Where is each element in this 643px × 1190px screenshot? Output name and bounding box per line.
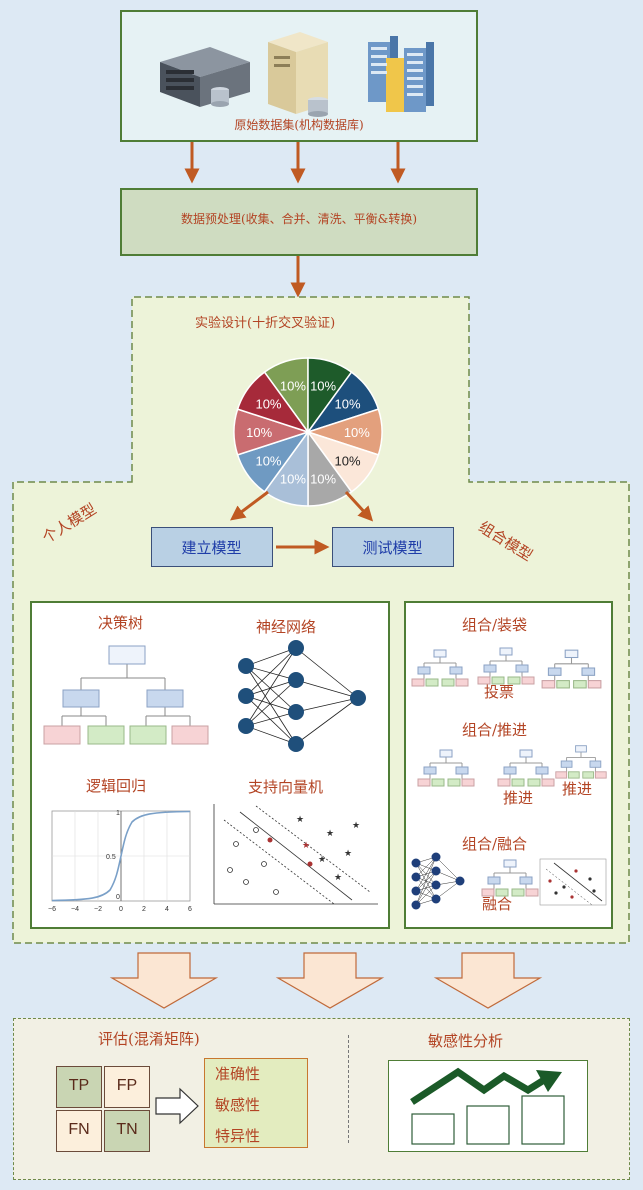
metrics-box: 准确性 敏感性 特异性	[204, 1058, 308, 1148]
tower-server-icon	[268, 32, 328, 117]
sensitivity-chart	[410, 1067, 565, 1145]
metric-specificity: 特异性	[215, 1127, 261, 1145]
nn-node	[288, 704, 304, 720]
svg-text:★: ★	[352, 820, 360, 830]
svg-text:★: ★	[296, 814, 304, 824]
evaluation-divider	[348, 1035, 349, 1143]
server-cluster-icon	[368, 36, 434, 112]
boosting-title: 组合/推进	[462, 721, 528, 739]
decision-tree-title: 决策树	[98, 614, 144, 632]
evaluation-arrows	[109, 952, 543, 1009]
svm-title: 支持向量机	[248, 778, 324, 796]
build-model-button[interactable]: 建立模型	[151, 527, 273, 567]
mini-tree	[417, 749, 475, 787]
source-data-label: 原始数据集(机构数据库)	[234, 118, 364, 132]
nn-node	[288, 640, 304, 656]
matrix-fp: FP	[104, 1066, 150, 1108]
x-tick: 0	[119, 906, 123, 913]
svg-text:★: ★	[326, 828, 334, 838]
pie-slice	[236, 371, 310, 434]
sens-bar-2	[466, 1105, 510, 1145]
mini-tree	[497, 749, 555, 787]
sens-bar-3	[521, 1095, 565, 1145]
mini-tree	[481, 859, 539, 897]
nn-node	[238, 658, 254, 674]
x-tick: 4	[165, 906, 169, 913]
metric-sensitivity: 敏感性	[215, 1096, 261, 1114]
mini-tree	[555, 745, 607, 779]
y-tick-05: 0.5	[106, 854, 116, 861]
neural-network-title: 神经网络	[256, 618, 317, 636]
pie-slice-label: 10%	[280, 379, 306, 394]
preprocess-box: 数据预处理(收集、合并、清洗、平衡&转换)	[120, 188, 478, 256]
x-tick: 6	[188, 906, 192, 913]
fusion-label: 融合	[482, 895, 513, 913]
logistic-title: 逻辑回归	[86, 777, 147, 795]
mini-tree	[477, 647, 535, 685]
nn-node	[350, 690, 366, 706]
nn-node	[238, 718, 254, 734]
x-tick: −6	[48, 906, 56, 913]
experiment-title: 实验设计(十折交叉验证)	[195, 316, 336, 331]
svg-text:★: ★	[334, 872, 342, 882]
mini-tree	[541, 649, 602, 689]
pie-slice-label: 10%	[255, 396, 281, 411]
nn-node	[288, 672, 304, 688]
pie-slice-label: 10%	[280, 471, 306, 486]
matrix-fn: FN	[56, 1110, 102, 1152]
mini-svm-plot	[539, 858, 607, 906]
pie-slice-label: 10%	[334, 396, 360, 411]
big-arrow-2	[275, 952, 385, 1009]
preprocess-label: 数据预处理(收集、合并、清洗、平衡&转换)	[180, 212, 418, 226]
big-arrow-3	[433, 952, 543, 1009]
pie-slice-label: 10%	[344, 425, 370, 440]
individual-models-panel	[30, 601, 390, 929]
mini-tree	[411, 649, 469, 687]
pie-slice-label: 10%	[246, 425, 272, 440]
matrix-tn: TN	[104, 1110, 150, 1152]
matrix-to-metrics-arrow	[155, 1087, 199, 1125]
pie-slice-label: 10%	[310, 471, 336, 486]
source-data-box: 原始数据集(机构数据库)	[120, 10, 478, 142]
ensemble-mini-diagrams	[411, 647, 607, 910]
test-model-label: 测试模型	[362, 539, 423, 557]
mini-neural-network	[411, 852, 465, 910]
svm-plot: ★ ★ ★ ★ ★ ★ ★	[213, 804, 378, 905]
logistic-curve-plot: −6 −4 −2 0 2 4 6 1 0.5 0	[48, 810, 192, 913]
fusion-title: 组合/融合	[462, 835, 528, 853]
svg-text:★: ★	[344, 848, 352, 858]
nn-node	[288, 736, 304, 752]
x-tick: 2	[142, 906, 146, 913]
decision-tree-diagram	[43, 645, 209, 745]
test-model-button[interactable]: 测试模型	[332, 527, 454, 567]
y-tick-1: 1	[116, 810, 120, 817]
build-model-label: 建立模型	[181, 539, 242, 557]
svg-text:★: ★	[318, 854, 326, 864]
nn-node	[238, 688, 254, 704]
boosting-step-2: 推进	[562, 780, 593, 798]
sens-bar-1	[411, 1113, 455, 1145]
rack-server-icon	[160, 47, 250, 107]
svg-text:★: ★	[302, 840, 310, 850]
x-tick: −4	[71, 906, 79, 913]
cv-pie-chart: 10% 10% 10% 10% 10% 10% 10% 10% 10% 10%	[233, 357, 383, 507]
pie-slice-label: 10%	[255, 454, 281, 469]
pie-slice-label: 10%	[334, 454, 360, 469]
neural-network-diagram	[238, 640, 366, 752]
bagging-title: 组合/装袋	[462, 616, 528, 634]
big-arrow-1	[109, 952, 219, 1009]
evaluation-title: 评估(混淆矩阵)	[98, 1030, 200, 1048]
pie-slice-label: 10%	[310, 379, 336, 394]
sensitivity-title: 敏感性分析	[428, 1032, 504, 1050]
server-icons	[160, 32, 434, 117]
matrix-tp: TP	[56, 1066, 102, 1108]
bagging-vote-label: 投票	[484, 683, 515, 701]
boosting-step-1: 推进	[503, 789, 534, 807]
metric-accuracy: 准确性	[215, 1065, 261, 1083]
y-tick-0: 0	[116, 894, 120, 901]
x-tick: −2	[94, 906, 102, 913]
